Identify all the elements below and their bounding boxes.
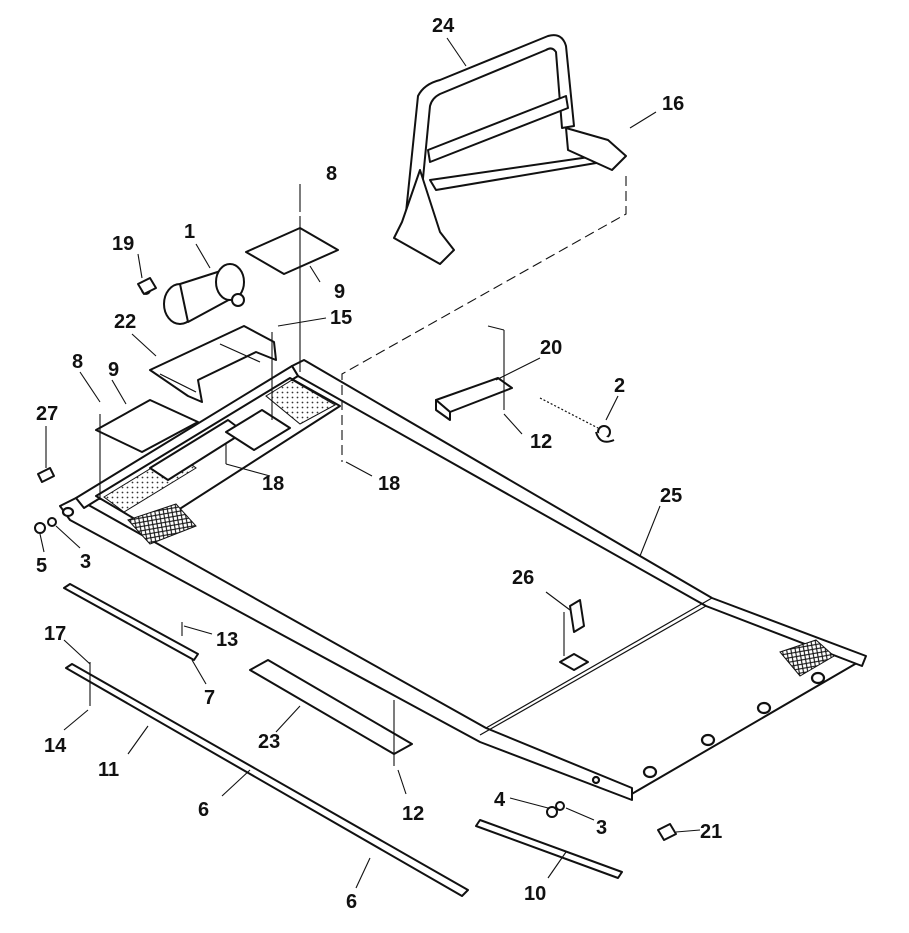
- callout-labels: 24 16 8 19 1 9 22 15 20 2 8 9 27 12 18 1…: [36, 15, 722, 913]
- callout-2: 2: [614, 375, 625, 397]
- center-plate: [225, 409, 291, 451]
- callout-13: 13: [216, 629, 238, 651]
- callout-26: 26: [512, 567, 534, 589]
- callout-23: 23: [258, 731, 280, 753]
- cap-5: [34, 522, 46, 534]
- callout-4: 4: [494, 789, 506, 811]
- callout-20: 20: [540, 337, 562, 359]
- clip-27: [37, 467, 55, 483]
- deck-frame: [59, 359, 867, 801]
- callout-12-lower: 12: [402, 803, 424, 825]
- strip-11-6: [65, 663, 469, 897]
- callout-1: 1: [184, 221, 195, 243]
- callout-17: 17: [44, 623, 66, 645]
- headboard-right-foot: [565, 127, 627, 171]
- cover-plate-upper: [245, 227, 339, 275]
- callout-10: 10: [524, 883, 546, 905]
- callout-27: 27: [36, 403, 58, 425]
- callout-3-right: 3: [596, 817, 607, 839]
- angle-bracket: [435, 377, 513, 413]
- callout-15: 15: [330, 307, 352, 329]
- callout-8-top: 8: [326, 163, 337, 185]
- strip-10: [475, 819, 623, 879]
- ramp-fold-line: [479, 605, 707, 736]
- callout-12-upper: 12: [530, 431, 552, 453]
- shackle-26: [569, 599, 585, 633]
- callout-8-left: 8: [72, 351, 83, 373]
- headboard-assembly-line: [341, 176, 627, 462]
- cover-plate-lower: [95, 399, 199, 453]
- callout-5: 5: [36, 555, 47, 577]
- callout-22: 22: [114, 311, 136, 333]
- callout-18-left: 18: [262, 473, 284, 495]
- perforated-panel-right: [265, 379, 337, 425]
- callout-19: 19: [112, 233, 134, 255]
- callout-6-left: 6: [198, 799, 209, 821]
- callout-14: 14: [44, 735, 67, 757]
- headboard-crossbar: [427, 95, 569, 163]
- callout-7: 7: [204, 687, 215, 709]
- callout-6-lower: 6: [346, 891, 357, 913]
- mesh-tread-rear: [779, 639, 835, 677]
- headboard: [393, 34, 627, 265]
- headboard-left-foot: [393, 169, 455, 265]
- front-cross-member: [75, 365, 299, 509]
- winch: [141, 263, 245, 325]
- cap-4: [546, 806, 558, 818]
- deck-pocket: [559, 653, 589, 671]
- callout-9-left: 9: [108, 359, 119, 381]
- callout-21: 21: [700, 821, 722, 843]
- winch-mount: [149, 325, 277, 403]
- callout-25: 25: [660, 485, 682, 507]
- washer-3b: [555, 801, 565, 811]
- right-rail: [291, 359, 867, 667]
- bolt-21: [657, 823, 677, 841]
- callout-3-left: 3: [80, 551, 91, 573]
- callout-16: 16: [662, 93, 684, 115]
- channel-23: [249, 659, 413, 755]
- hook-assembly: [539, 397, 615, 443]
- washer-3a: [47, 517, 57, 527]
- callout-9-top: 9: [334, 281, 345, 303]
- strip-7: [63, 583, 199, 661]
- callout-18-right: 18: [378, 473, 400, 495]
- leader-lines: [39, 37, 701, 889]
- callout-24: 24: [432, 15, 455, 37]
- callout-11: 11: [98, 759, 119, 781]
- headboard-frame: [403, 34, 575, 233]
- plate-19: [137, 277, 157, 295]
- winch-mount-frame: [149, 325, 277, 403]
- mesh-tread-front: [127, 503, 197, 545]
